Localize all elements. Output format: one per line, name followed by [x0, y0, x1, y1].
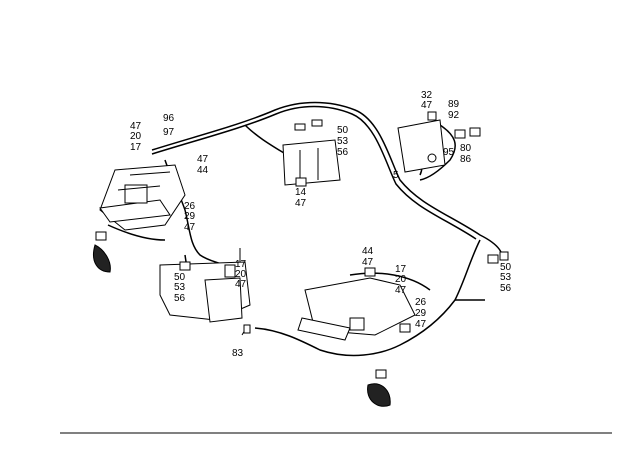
ref-label: 29 [184, 211, 196, 222]
sensor-83 [241, 324, 251, 336]
ref-label: 17 [395, 264, 407, 275]
ref-label: 17 [130, 142, 142, 153]
front-right-housing [297, 267, 416, 341]
ref-label: 32 [421, 90, 433, 101]
ref-label: 47 [295, 198, 307, 209]
ref-label: 89 [448, 99, 460, 110]
ref-label: 47 [362, 257, 374, 268]
ref-label: 50 [174, 272, 186, 283]
ref-label: 96 [163, 113, 175, 124]
ref-label: 95 [443, 147, 455, 158]
ref-label: 56 [337, 147, 349, 158]
ref-label: 47 [130, 121, 142, 132]
ref-label: 14 [295, 187, 307, 198]
center-container [282, 119, 341, 187]
ref-label: 47 [235, 279, 247, 290]
right-horn [367, 369, 391, 407]
ref-label: 47 [415, 319, 427, 330]
ref-label: 86 [460, 154, 472, 165]
ref-label: 17 [235, 259, 247, 270]
ref-label: 80 [460, 143, 472, 154]
left-horn [93, 231, 111, 273]
ref-label: 26 [415, 297, 427, 308]
ref-label: 47 [395, 285, 407, 296]
left-reservoir [159, 248, 251, 323]
ref-label: 53 [174, 282, 186, 293]
ref-label: 20 [395, 274, 407, 285]
right-control-unit [397, 111, 481, 173]
reference-labels: 5 96 47 97 20 17 47 44 26 29 47 50 53 56… [130, 90, 512, 359]
ref-label: 29 [415, 308, 427, 319]
ref-label: 47 [421, 100, 433, 111]
ref-label: 53 [337, 136, 349, 147]
ref-label: 20 [130, 131, 142, 142]
ref-label: 56 [174, 293, 186, 304]
ref-label: 50 [500, 262, 512, 273]
ref-label: 44 [362, 246, 374, 257]
ref-label: 83 [232, 348, 244, 359]
ref-label: 5 [393, 170, 399, 181]
ref-label: 44 [197, 165, 209, 176]
right-connector [487, 251, 509, 264]
ref-label: 47 [197, 154, 209, 165]
ref-label: 26 [184, 201, 196, 212]
ref-label: 50 [337, 125, 349, 136]
front-left-housing [99, 164, 186, 231]
ref-label: 92 [448, 110, 460, 121]
ref-label: 47 [184, 222, 196, 233]
ref-label: 56 [500, 283, 512, 294]
ref-label: 20 [235, 269, 247, 280]
ref-label: 97 [163, 127, 175, 138]
ref-label: 53 [500, 272, 512, 283]
